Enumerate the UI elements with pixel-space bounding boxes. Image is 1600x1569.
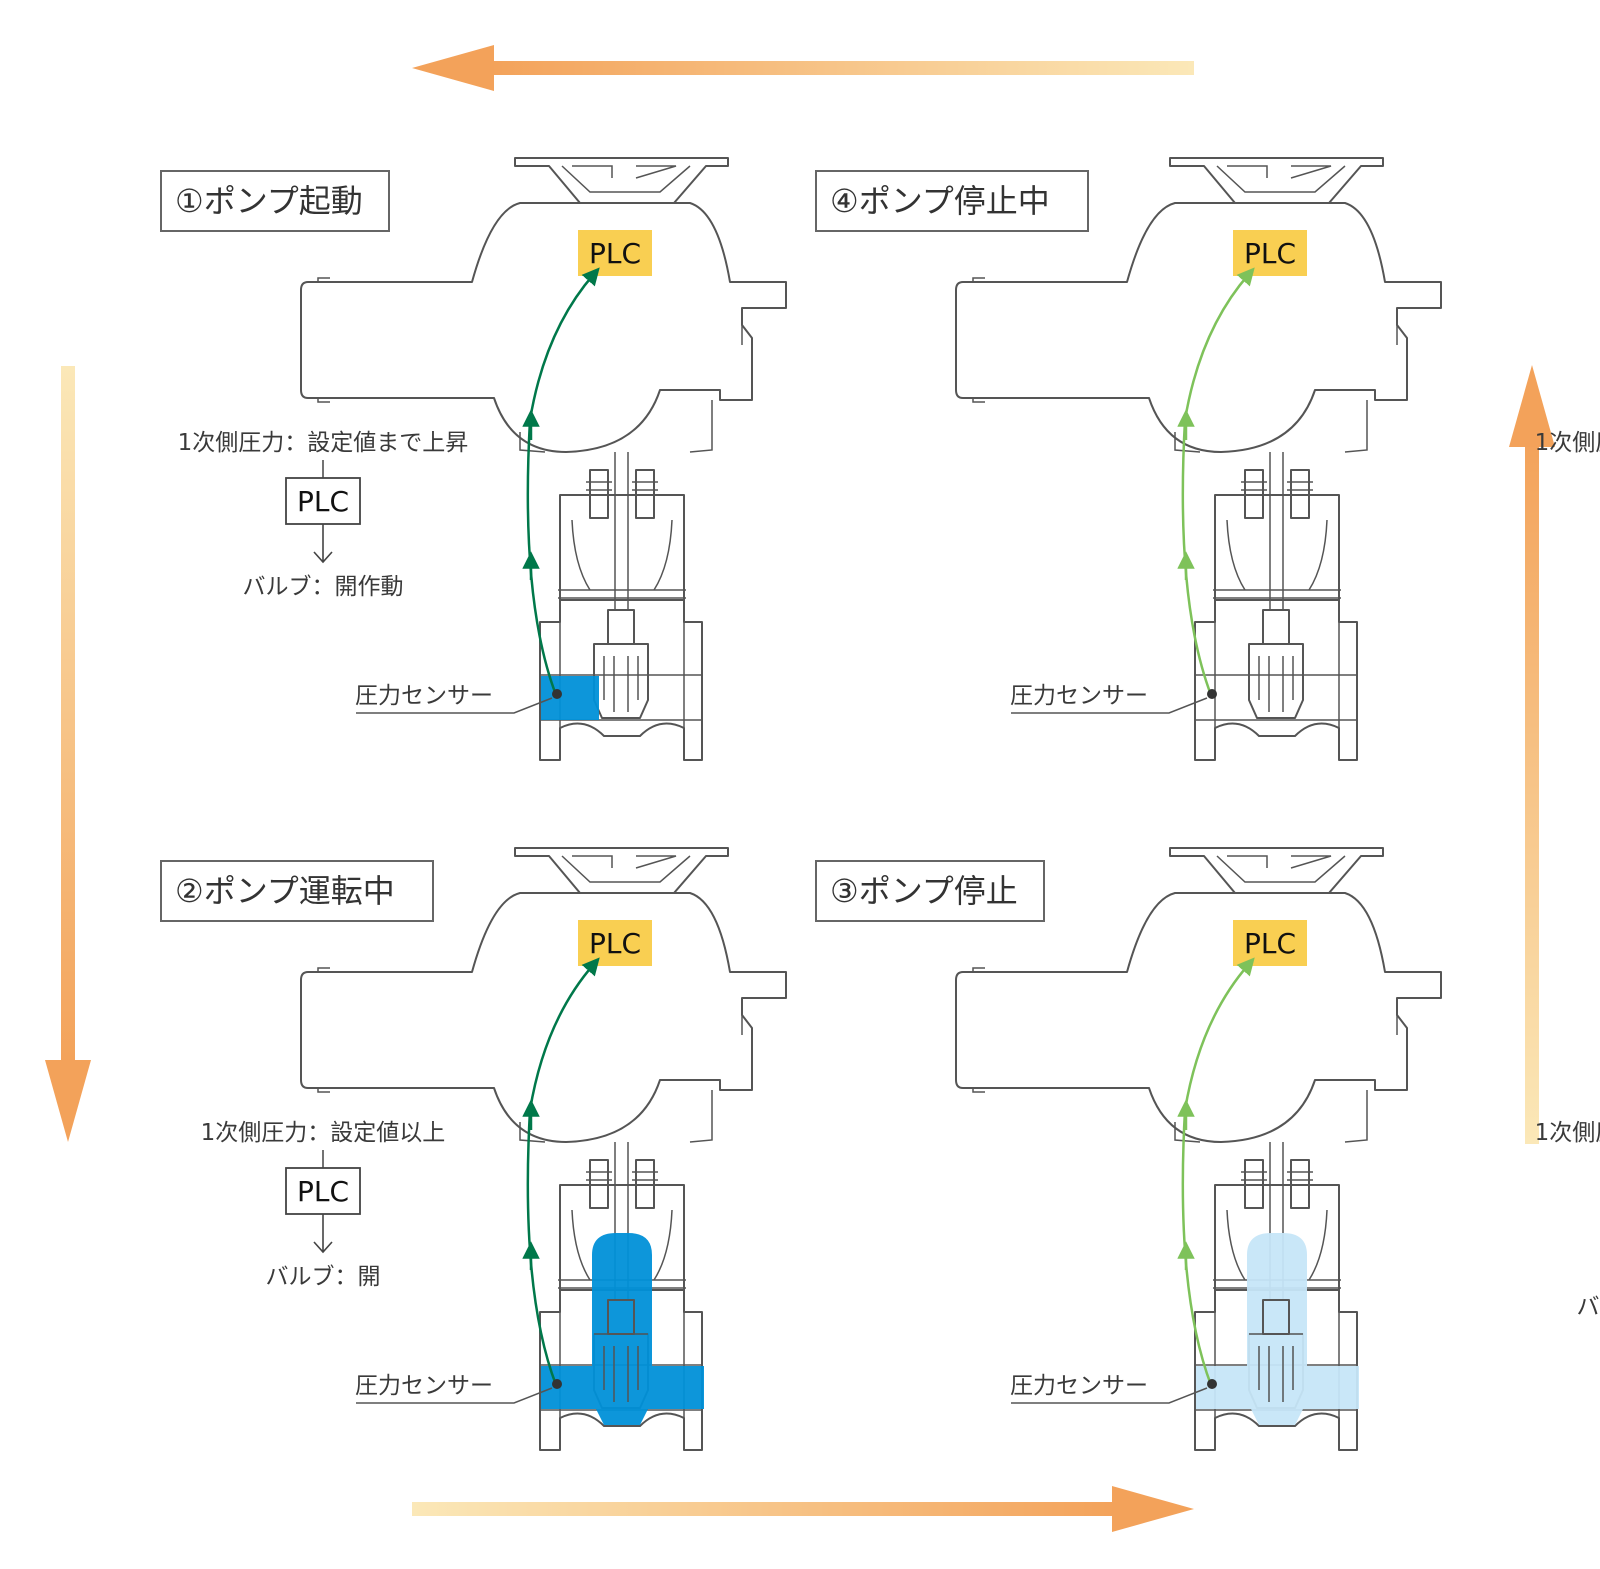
panel-title: ②ポンプ運転中: [175, 872, 395, 910]
sensor-label-group: 圧力センサー: [355, 683, 553, 714]
pressure-condition-text: 1次側圧力：設定値まで上昇: [178, 430, 469, 456]
valve-action-text: バルブ：閉作動: [1577, 1294, 1600, 1320]
fluid-fill: [541, 676, 599, 720]
sensor-dot: [552, 1379, 562, 1389]
pressure-condition-text: 1次側圧力：設定値以下: [1535, 1120, 1600, 1146]
pressure-condition-text: 1次側圧力：設定値未満: [1535, 430, 1600, 456]
down-arrow-icon: [313, 524, 333, 564]
sensor-label-group: 圧力センサー: [355, 1373, 553, 1404]
control-logic: 1次側圧力：設定値未満PLCバルブ：閉: [1535, 430, 1600, 600]
sensor-dot: [1207, 1379, 1217, 1389]
panels-layer: ①ポンプ起動 PLC 圧力センサー 1次側圧力：設定値まで上昇 PLC バルブ：開作動 ④ポ…: [160, 157, 1600, 1451]
flow-arrow-top: [412, 45, 1194, 91]
signal-line: [1177, 267, 1255, 699]
panel-title: ①ポンプ起動: [175, 182, 363, 220]
valve-actuator-illustration: [300, 157, 787, 761]
sensor-label: 圧力センサー: [355, 1373, 493, 1399]
flow-arrow-left: [45, 366, 91, 1142]
pressure-condition-text: 1次側圧力：設定値以上: [201, 1120, 446, 1146]
fluid-fill: [1196, 1233, 1359, 1425]
actuator-plc-label: PLC: [1244, 927, 1296, 960]
sensor-dot: [1207, 689, 1217, 699]
sensor-dot: [552, 689, 562, 699]
panel-title: ③ポンプ停止: [830, 872, 1018, 910]
flow-arrow-right: [1509, 365, 1555, 1144]
signal-line: [1177, 957, 1255, 1389]
plc-box-label: PLC: [297, 1175, 349, 1208]
actuator-plc-label: PLC: [1244, 237, 1296, 270]
actuator-plc-badge: PLC: [578, 920, 652, 966]
plc-box: PLC: [285, 1167, 361, 1215]
actuator-plc-badge: PLC: [1233, 230, 1307, 276]
panel-p3: ③ポンプ停止 PLC 圧力センサー 1次側圧力：設定値以下まで下降PLCバルブ：閉作動: [815, 847, 1600, 1451]
actuator-plc-label: PLC: [589, 237, 641, 270]
panel-title-box: ③ポンプ停止: [815, 860, 1045, 922]
plc-box: PLC: [285, 477, 361, 525]
valve-actuator-illustration: [955, 847, 1442, 1451]
panel-p1: ①ポンプ起動 PLC 圧力センサー 1次側圧力：設定値まで上昇 PLC バルブ：開作動: [160, 157, 787, 761]
signal-line: [522, 267, 600, 699]
control-logic: 1次側圧力：設定値以上 PLC バルブ：開: [201, 1120, 446, 1290]
panel-title: ④ポンプ停止中: [830, 182, 1050, 220]
valve-actuator-illustration: [300, 847, 787, 1451]
sensor-label: 圧力センサー: [1010, 683, 1148, 709]
control-logic: 1次側圧力：設定値以下まで下降PLCバルブ：閉作動: [1535, 1120, 1600, 1320]
flow-arrow-bottom: [412, 1486, 1194, 1532]
panel-title-box: ①ポンプ起動: [160, 170, 390, 232]
sensor-label: 圧力センサー: [1010, 1373, 1148, 1399]
signal-line: [522, 957, 600, 1389]
panel-title-box: ②ポンプ運転中: [160, 860, 434, 922]
valve-action-text: バルブ：開作動: [243, 574, 404, 600]
actuator-plc-badge: PLC: [1233, 920, 1307, 966]
panel-title-box: ④ポンプ停止中: [815, 170, 1089, 232]
panel-p4: ④ポンプ停止中 PLC 圧力センサー 1次側圧力：設定値未満PLCバルブ：閉: [815, 157, 1600, 761]
down-arrow-icon: [313, 1214, 333, 1254]
sensor-label-group: 圧力センサー: [1010, 683, 1208, 714]
fluid-fill: [541, 1233, 704, 1425]
sensor-label-group: 圧力センサー: [1010, 1373, 1208, 1404]
sensor-label: 圧力センサー: [355, 683, 493, 709]
actuator-plc-label: PLC: [589, 927, 641, 960]
valve-action-text: バルブ：開: [266, 1264, 381, 1290]
valve-actuator-illustration: [955, 157, 1442, 761]
actuator-plc-badge: PLC: [578, 230, 652, 276]
plc-box-label: PLC: [297, 485, 349, 518]
control-logic: 1次側圧力：設定値まで上昇 PLC バルブ：開作動: [178, 430, 469, 600]
panel-p2: ②ポンプ運転中 PLC 圧力センサー 1次側圧力：設定値以上 PLC バルブ：開: [160, 847, 787, 1451]
